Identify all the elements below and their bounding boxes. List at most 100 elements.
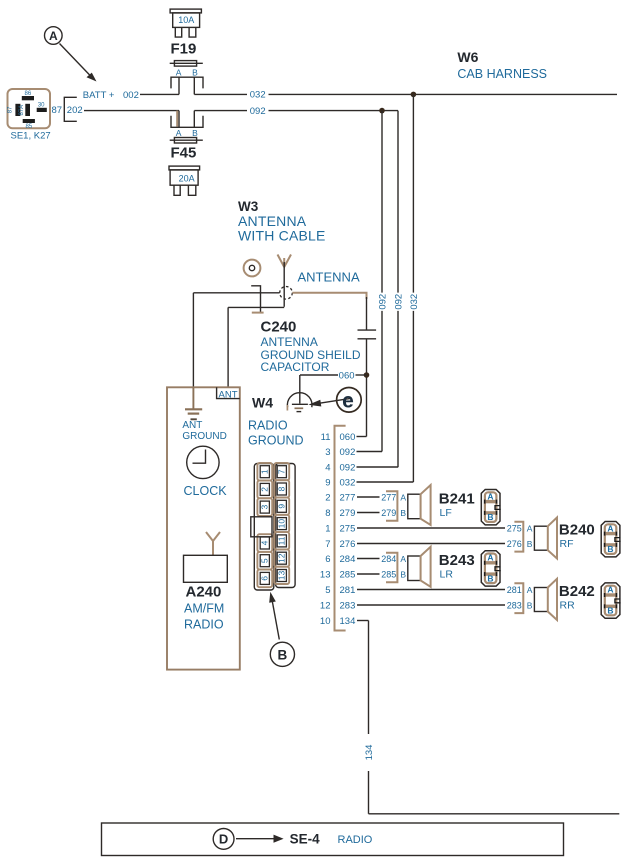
svg-text:RF: RF — [560, 538, 574, 550]
svg-text:RADIO: RADIO — [338, 834, 373, 846]
svg-text:WITH CABLE: WITH CABLE — [238, 228, 326, 244]
svg-text:002: 002 — [123, 90, 139, 101]
svg-text:GROUND: GROUND — [248, 434, 304, 448]
svg-text:BATT +: BATT + — [83, 90, 115, 101]
svg-text:060: 060 — [340, 432, 356, 443]
svg-text:4: 4 — [260, 540, 270, 545]
svg-text:85: 85 — [25, 124, 32, 130]
svg-text:W6: W6 — [457, 49, 478, 65]
svg-text:ANTENNA: ANTENNA — [261, 335, 318, 349]
svg-text:283: 283 — [507, 601, 522, 611]
svg-text:277: 277 — [340, 493, 356, 504]
svg-text:279: 279 — [340, 508, 356, 519]
svg-text:F45: F45 — [171, 145, 197, 162]
svg-text:11: 11 — [321, 432, 331, 443]
svg-text:GROUND SHEILD: GROUND SHEILD — [261, 348, 361, 362]
svg-text:W4: W4 — [252, 395, 273, 411]
svg-text:A: A — [527, 524, 533, 534]
svg-text:87: 87 — [8, 106, 14, 113]
svg-text:CLOCK: CLOCK — [184, 484, 228, 498]
svg-text:3: 3 — [325, 447, 330, 458]
svg-text:092: 092 — [393, 294, 404, 310]
svg-text:B: B — [400, 570, 406, 580]
svg-text:ANTENNA: ANTENNA — [238, 213, 307, 229]
svg-text:285: 285 — [340, 570, 356, 581]
svg-text:LR: LR — [440, 569, 454, 581]
svg-text:A: A — [176, 128, 182, 138]
svg-text:092: 092 — [377, 294, 388, 310]
svg-text:CAB HARNESS: CAB HARNESS — [457, 67, 547, 81]
svg-text:5: 5 — [260, 558, 270, 563]
svg-text:6: 6 — [260, 576, 270, 581]
svg-text:RADIO: RADIO — [248, 419, 288, 433]
svg-text:9: 9 — [325, 478, 330, 489]
svg-text:ANTENNA: ANTENNA — [298, 270, 360, 285]
svg-text:6: 6 — [325, 554, 330, 565]
svg-text:B: B — [400, 508, 406, 518]
svg-text:RADIO: RADIO — [184, 618, 224, 632]
svg-text:032: 032 — [250, 90, 266, 101]
svg-text:ANT: ANT — [219, 389, 238, 400]
svg-text:20A: 20A — [179, 173, 195, 183]
svg-text:A: A — [527, 585, 533, 595]
svg-text:134: 134 — [340, 616, 356, 627]
svg-text:B: B — [192, 128, 198, 138]
svg-text:D: D — [219, 832, 228, 847]
svg-text:284: 284 — [340, 554, 356, 565]
svg-text:87: 87 — [52, 105, 63, 116]
svg-text:B: B — [527, 539, 533, 549]
svg-text:ANT: ANT — [182, 420, 202, 431]
svg-text:10: 10 — [277, 519, 287, 529]
svg-text:9: 9 — [277, 504, 287, 509]
svg-text:B: B — [192, 67, 198, 77]
svg-text:86: 86 — [25, 91, 32, 97]
svg-text:7: 7 — [325, 539, 330, 550]
svg-text:2: 2 — [325, 493, 330, 504]
svg-text:281: 281 — [340, 585, 356, 596]
svg-text:10: 10 — [320, 616, 331, 627]
svg-text:8: 8 — [277, 486, 287, 491]
svg-text:30: 30 — [38, 103, 45, 109]
svg-text:060: 060 — [339, 370, 355, 381]
svg-text:12: 12 — [320, 601, 331, 612]
svg-text:B240: B240 — [559, 522, 595, 539]
svg-text:10A: 10A — [178, 15, 194, 25]
svg-text:276: 276 — [507, 539, 522, 549]
svg-text:W3: W3 — [238, 199, 259, 214]
svg-text:277: 277 — [381, 493, 396, 503]
svg-text:F19: F19 — [171, 41, 197, 58]
svg-text:CAPACITOR: CAPACITOR — [261, 360, 330, 374]
svg-text:12: 12 — [277, 553, 287, 563]
svg-text:A: A — [49, 29, 58, 43]
svg-text:13: 13 — [320, 570, 331, 581]
svg-text:87A: 87A — [19, 105, 25, 116]
svg-text:7: 7 — [277, 469, 287, 474]
svg-text:A: A — [400, 554, 406, 564]
svg-text:281: 281 — [507, 585, 522, 595]
svg-text:SE1, K27: SE1, K27 — [11, 131, 51, 142]
svg-text:5: 5 — [325, 585, 330, 596]
svg-text:RR: RR — [560, 600, 576, 612]
svg-text:284: 284 — [381, 554, 396, 564]
svg-text:2: 2 — [260, 487, 270, 492]
svg-text:283: 283 — [340, 601, 356, 612]
svg-text:275: 275 — [507, 524, 522, 534]
svg-text:276: 276 — [340, 539, 356, 550]
svg-text:AM/FM: AM/FM — [184, 602, 224, 616]
svg-text:A240: A240 — [186, 584, 222, 601]
svg-text:032: 032 — [409, 294, 420, 310]
svg-text:LF: LF — [440, 507, 452, 519]
svg-text:11: 11 — [277, 536, 287, 545]
svg-text:134: 134 — [364, 745, 375, 761]
svg-text:B243: B243 — [439, 552, 475, 569]
svg-text:B241: B241 — [439, 491, 475, 508]
svg-text:B242: B242 — [559, 583, 595, 600]
svg-text:GROUND: GROUND — [182, 431, 226, 442]
svg-text:A: A — [176, 67, 182, 77]
svg-text:092: 092 — [250, 106, 266, 117]
svg-text:092: 092 — [340, 463, 356, 474]
svg-text:A: A — [400, 493, 406, 503]
svg-text:279: 279 — [381, 508, 396, 518]
svg-text:275: 275 — [340, 524, 356, 535]
svg-text:13: 13 — [277, 571, 287, 581]
